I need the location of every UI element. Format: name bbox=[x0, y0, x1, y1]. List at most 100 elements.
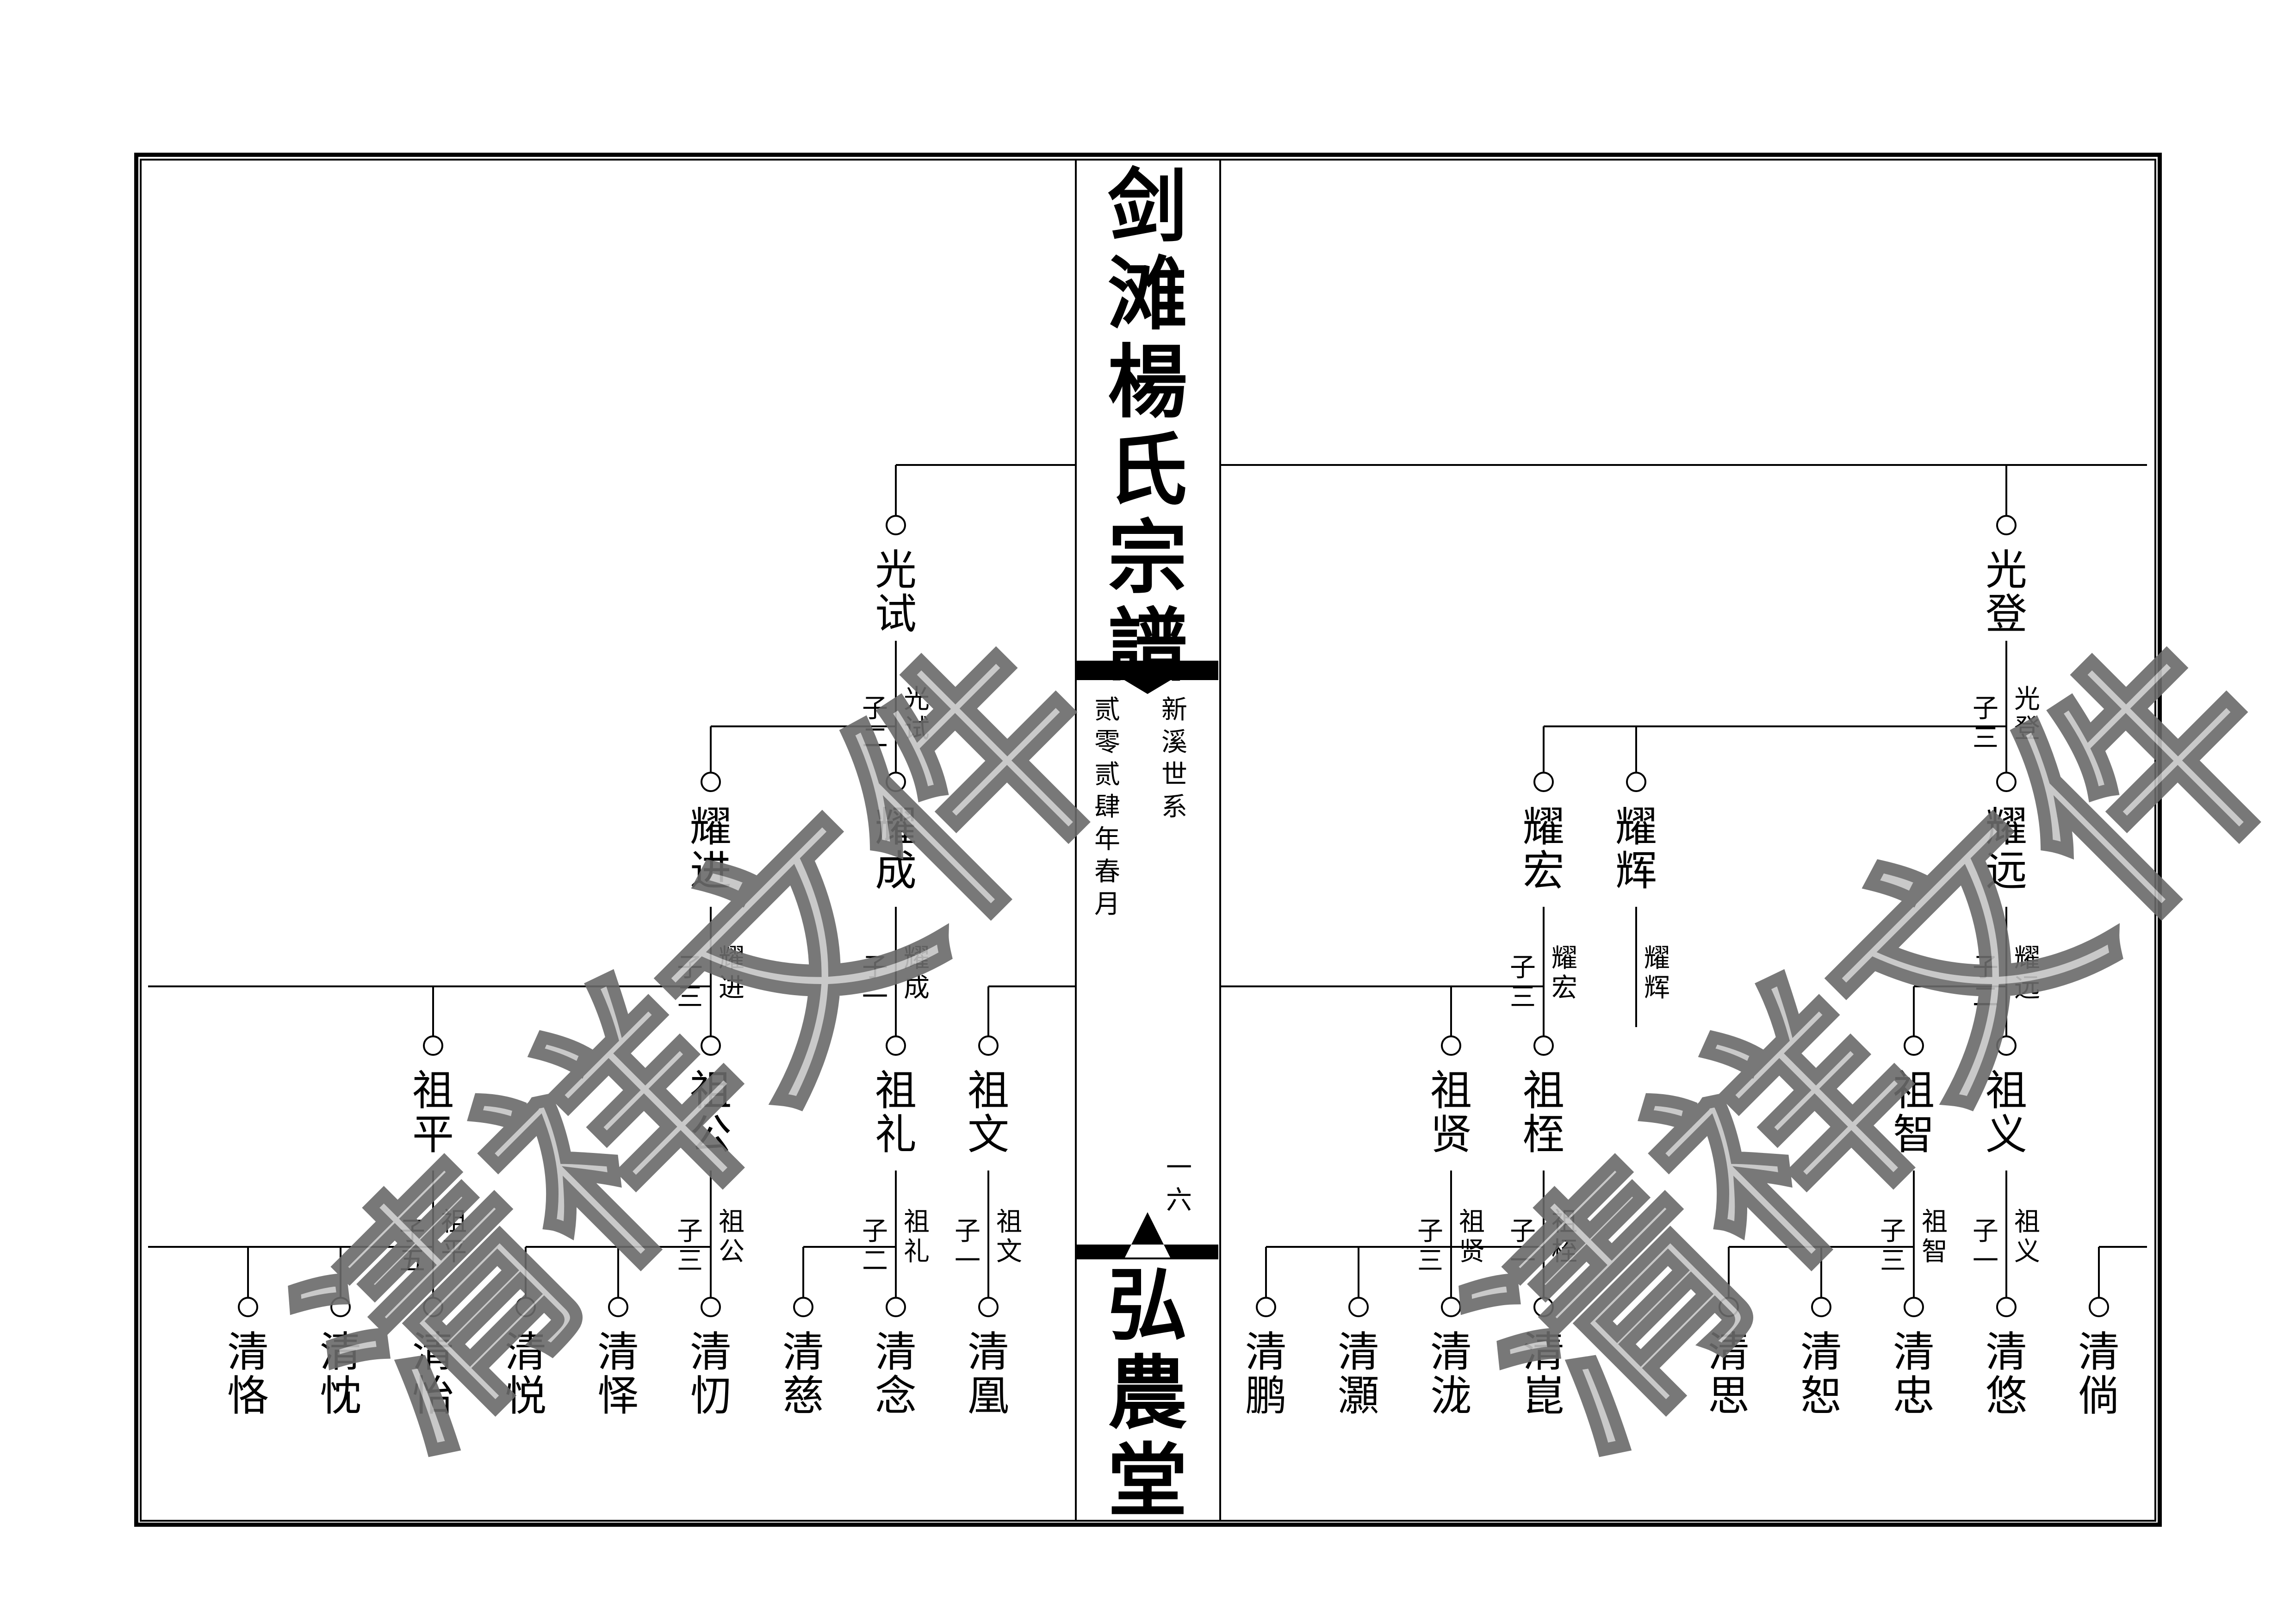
person-name: 光试 bbox=[875, 546, 917, 638]
person-name: 清崑 bbox=[1523, 1328, 1564, 1420]
person-node-icon bbox=[886, 1035, 906, 1056]
person-node-icon bbox=[1441, 1035, 1461, 1056]
person-node-icon bbox=[1996, 515, 2017, 535]
person-name: 清恕 bbox=[1800, 1328, 1842, 1420]
person-name: 祖义 bbox=[1986, 1066, 2027, 1159]
person-name: 清恪 bbox=[227, 1328, 269, 1420]
person-node-icon bbox=[1626, 772, 1646, 792]
person-node-icon bbox=[701, 1297, 721, 1317]
person-name: 光登 bbox=[1986, 546, 2027, 638]
parent-name-note: 祖智 bbox=[1922, 1207, 1948, 1267]
person-node-icon bbox=[1441, 1297, 1461, 1317]
book-title: 剑滩楊氏宗譜 bbox=[1108, 159, 1187, 693]
person-name: 祖平 bbox=[412, 1066, 454, 1159]
person-node-icon bbox=[1533, 1035, 1554, 1056]
parent-name-note: 祖平 bbox=[441, 1207, 467, 1267]
person-node-icon bbox=[701, 772, 721, 792]
person-node-icon bbox=[886, 772, 906, 792]
parent-name-note: 祖义 bbox=[2014, 1207, 2040, 1267]
person-node-icon bbox=[978, 1297, 999, 1317]
son-count-note: 子三 bbox=[1880, 1216, 1906, 1276]
parent-name-note: 祖贤 bbox=[1459, 1207, 1485, 1267]
parent-name-note: 祖文 bbox=[996, 1207, 1022, 1267]
person-node-icon bbox=[238, 1297, 258, 1317]
parent-name-note: 耀远 bbox=[2014, 943, 2040, 1003]
person-node-icon bbox=[330, 1297, 351, 1317]
person-name: 祖桎 bbox=[1523, 1066, 1564, 1159]
person-name: 清灝 bbox=[1338, 1328, 1379, 1420]
son-count-note: 子三 bbox=[1973, 694, 1998, 753]
son-count-note: 子二 bbox=[862, 1216, 888, 1276]
person-name: 耀远 bbox=[1986, 803, 2027, 895]
person-node-icon bbox=[978, 1035, 999, 1056]
parent-name-note: 光试 bbox=[904, 684, 930, 744]
person-name: 清悦 bbox=[505, 1328, 546, 1420]
person-name: 清怡 bbox=[412, 1328, 454, 1420]
person-node-icon bbox=[886, 1297, 906, 1317]
person-name: 清怿 bbox=[597, 1328, 639, 1420]
inner-border bbox=[140, 159, 2156, 1522]
person-node-icon bbox=[1996, 772, 2017, 792]
person-node-icon bbox=[1904, 1035, 1924, 1056]
person-node-icon bbox=[1533, 1297, 1554, 1317]
person-node-icon bbox=[1996, 1035, 2017, 1056]
spine-left-rule bbox=[1075, 161, 1077, 1520]
hall-name: 弘農堂 bbox=[1108, 1258, 1187, 1528]
section-label: 新溪世系 bbox=[1161, 695, 1187, 822]
parent-name-note: 耀辉 bbox=[1644, 943, 1670, 1003]
parent-name-note: 祖公 bbox=[719, 1207, 745, 1267]
son-count-note: 子三 bbox=[677, 953, 703, 1012]
parent-name-note: 祖桎 bbox=[1551, 1207, 1577, 1267]
person-node-icon bbox=[701, 1035, 721, 1056]
fishtail-lower-icon bbox=[1077, 1212, 1218, 1258]
person-name: 清悠 bbox=[1986, 1328, 2027, 1420]
person-name: 清忱 bbox=[320, 1328, 361, 1420]
son-count-note: 子一 bbox=[862, 953, 888, 1012]
parent-name-note: 耀宏 bbox=[1551, 943, 1577, 1003]
person-node-icon bbox=[1904, 1297, 1924, 1317]
spine-right-rule bbox=[1219, 161, 1221, 1520]
parent-name-note: 耀成 bbox=[904, 943, 930, 1003]
son-count-note: 子一 bbox=[1510, 1216, 1536, 1276]
person-name: 清凰 bbox=[968, 1328, 1009, 1420]
son-count-note: 子二 bbox=[1973, 953, 1998, 1012]
date-label: 贰零贰肆年春月 bbox=[1094, 695, 1120, 919]
person-name: 祖礼 bbox=[875, 1066, 917, 1159]
outer-border bbox=[134, 153, 2162, 1527]
person-node-icon bbox=[793, 1297, 813, 1317]
person-node-icon bbox=[1811, 1297, 1831, 1317]
person-name: 清倘 bbox=[2078, 1328, 2120, 1420]
person-name: 祖文 bbox=[968, 1066, 1009, 1159]
person-name: 清鹏 bbox=[1245, 1328, 1287, 1420]
person-node-icon bbox=[608, 1297, 628, 1317]
person-name: 耀辉 bbox=[1615, 803, 1657, 895]
person-name: 祖公 bbox=[690, 1066, 732, 1159]
person-node-icon bbox=[2089, 1297, 2109, 1317]
son-count-note: 子一 bbox=[955, 1216, 980, 1276]
person-node-icon bbox=[1533, 772, 1554, 792]
person-name: 祖贤 bbox=[1430, 1066, 1472, 1159]
son-count-note: 子二 bbox=[862, 694, 888, 753]
parent-name-note: 光登 bbox=[2014, 684, 2040, 744]
person-node-icon bbox=[515, 1297, 536, 1317]
person-name: 祖智 bbox=[1893, 1066, 1935, 1159]
person-node-icon bbox=[1256, 1297, 1276, 1317]
son-count-note: 子三 bbox=[1417, 1216, 1443, 1276]
parent-name-note: 耀进 bbox=[719, 943, 745, 1003]
page-number: 一六 bbox=[1166, 1153, 1192, 1215]
person-node-icon bbox=[886, 515, 906, 535]
person-name: 清念 bbox=[875, 1328, 917, 1420]
person-node-icon bbox=[1719, 1297, 1739, 1317]
son-count-note: 子五 bbox=[399, 1216, 425, 1276]
person-name: 清慈 bbox=[782, 1328, 824, 1420]
person-name: 耀宏 bbox=[1523, 803, 1564, 895]
son-count-note: 子三 bbox=[1510, 953, 1536, 1012]
person-node-icon bbox=[1348, 1297, 1369, 1317]
fishtail-upper-icon bbox=[1077, 662, 1218, 694]
person-name: 耀进 bbox=[690, 803, 732, 895]
person-node-icon bbox=[1996, 1297, 2017, 1317]
person-name: 清忠 bbox=[1893, 1328, 1935, 1420]
person-name: 清泷 bbox=[1430, 1328, 1472, 1420]
